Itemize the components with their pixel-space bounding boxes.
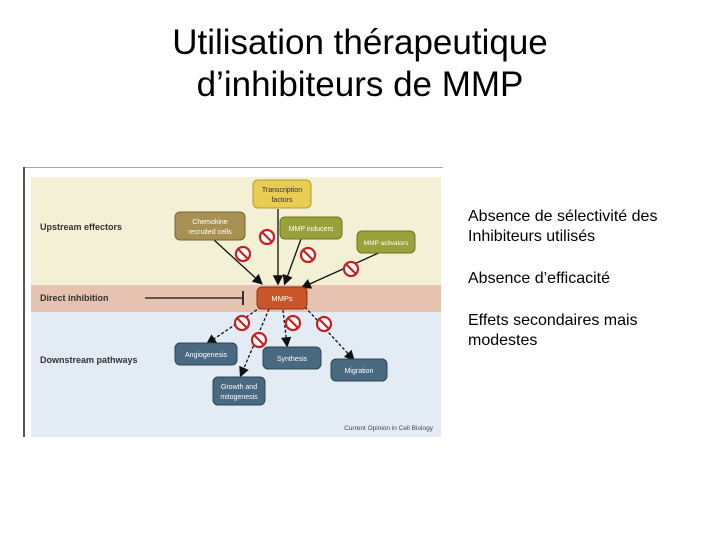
node-mmp-activators: MMP activators — [356, 230, 416, 254]
node-synthesis: Synthesis — [262, 346, 322, 370]
bullet-list: Absence de sélectivité des Inhibiteurs u… — [468, 207, 708, 373]
node-inducers-text: MMP inducers — [289, 226, 334, 233]
inhibit-icon-8 — [315, 315, 333, 333]
node-synthesis-text: Synthesis — [277, 356, 308, 363]
arrow-mmps-synthesis — [280, 309, 292, 348]
figure-svg: Upstream effectors Direct inhibition Dow… — [23, 166, 443, 437]
node-transcription-factors: Transcription factors — [252, 179, 312, 209]
inhibit-icon-6 — [250, 331, 268, 349]
node-migration: Migration — [330, 358, 388, 382]
arrow-mmps-migration — [304, 306, 355, 361]
figure-credit: Current Opinion in Cell Biology — [344, 425, 434, 432]
bullet-item-1: Absence de sélectivité des Inhibiteurs u… — [468, 208, 658, 245]
node-angiogenesis: Angiogenesis — [174, 342, 238, 366]
node-transcription-line1: Transcription — [262, 187, 302, 194]
node-chemokine-cells: Chemokine recruited cells — [174, 211, 246, 241]
node-mmps: MMPs — [256, 286, 308, 310]
arrow-chemokine-mmps — [212, 238, 263, 285]
title-line-2: d’inhibiteurs de MMP — [196, 65, 524, 104]
node-mmps-text: MMPs — [271, 294, 292, 303]
slide-title: Utilisation thérapeutique d’inhibiteurs … — [0, 22, 720, 106]
arrow-inducers-mmps — [282, 238, 302, 286]
node-activators-text: MMP activators — [364, 240, 409, 247]
node-growth-mitogenesis: Growth and mitogenesis — [212, 376, 266, 406]
inhibit-icon-1 — [234, 245, 252, 263]
mmp-inhibition-figure: Upstream effectors Direct inhibition Dow… — [23, 166, 443, 437]
node-angiogenesis-text: Angiogenesis — [185, 352, 228, 359]
bullet-item-2: Absence d’efficacité — [468, 270, 611, 287]
node-growth-line1: Growth and — [221, 384, 257, 391]
node-chemokine-line2: recruited cells — [188, 229, 232, 236]
upstream-label: Upstream effectors — [40, 222, 122, 232]
inhibit-icon-3 — [299, 246, 317, 264]
bullet-item-3: Effets secondaires mais modestes — [468, 312, 638, 349]
direct-inhibition-label: Direct inhibition — [40, 293, 109, 303]
inhibit-icon-5 — [233, 314, 251, 332]
inhibit-icon-7 — [284, 314, 302, 332]
inhibit-icon-4 — [342, 260, 360, 278]
inhibit-icon-2 — [258, 228, 276, 246]
title-line-1: Utilisation thérapeutique — [172, 23, 548, 62]
downstream-label: Downstream pathways — [40, 355, 138, 365]
node-chemokine-line1: Chemokine — [192, 219, 228, 226]
node-migration-text: Migration — [345, 368, 374, 375]
node-mmp-inducers: MMP inducers — [279, 216, 343, 240]
node-transcription-line2: factors — [271, 197, 293, 204]
node-growth-line2: mitogenesis — [220, 394, 258, 401]
